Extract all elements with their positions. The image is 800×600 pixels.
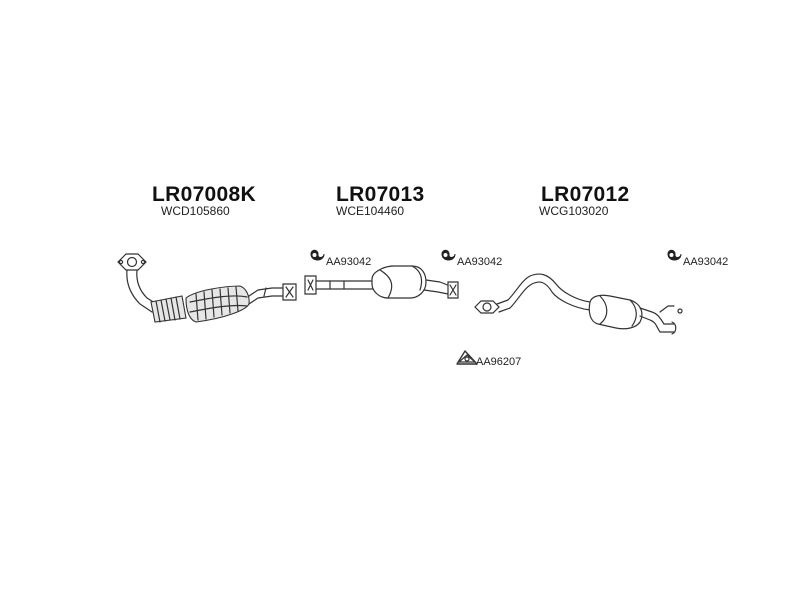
accessory-label-hanger-2: AA93042 — [457, 256, 503, 268]
part-code-rear-silencer: LR07012 — [541, 183, 630, 206]
rubber-hanger-icon — [310, 249, 325, 261]
front-pipe-catalyst-drawing — [117, 253, 297, 323]
triangle-gasket-icon — [456, 350, 478, 365]
middle-silencer-drawing — [304, 265, 459, 299]
rubber-hanger-icon — [667, 249, 682, 261]
accessory-label-gasket: AA96207 — [476, 356, 522, 368]
part-ref-rear-silencer: WCG103020 — [539, 204, 609, 218]
flex-joint — [150, 295, 187, 323]
part-code-front-pipe: LR07008K — [152, 183, 256, 206]
part-ref-front-pipe: WCD105860 — [161, 204, 230, 218]
catalytic-converter — [185, 285, 250, 323]
rear-silencer-box — [588, 294, 643, 330]
part-code-middle-silencer: LR07013 — [336, 183, 425, 206]
rubber-hanger-icon — [441, 249, 456, 261]
accessory-label-hanger-3: AA93042 — [683, 256, 729, 268]
accessory-label-hanger-1: AA93042 — [326, 256, 372, 268]
part-ref-middle-silencer: WCE104460 — [336, 204, 405, 218]
rear-silencer-drawing — [474, 273, 683, 335]
